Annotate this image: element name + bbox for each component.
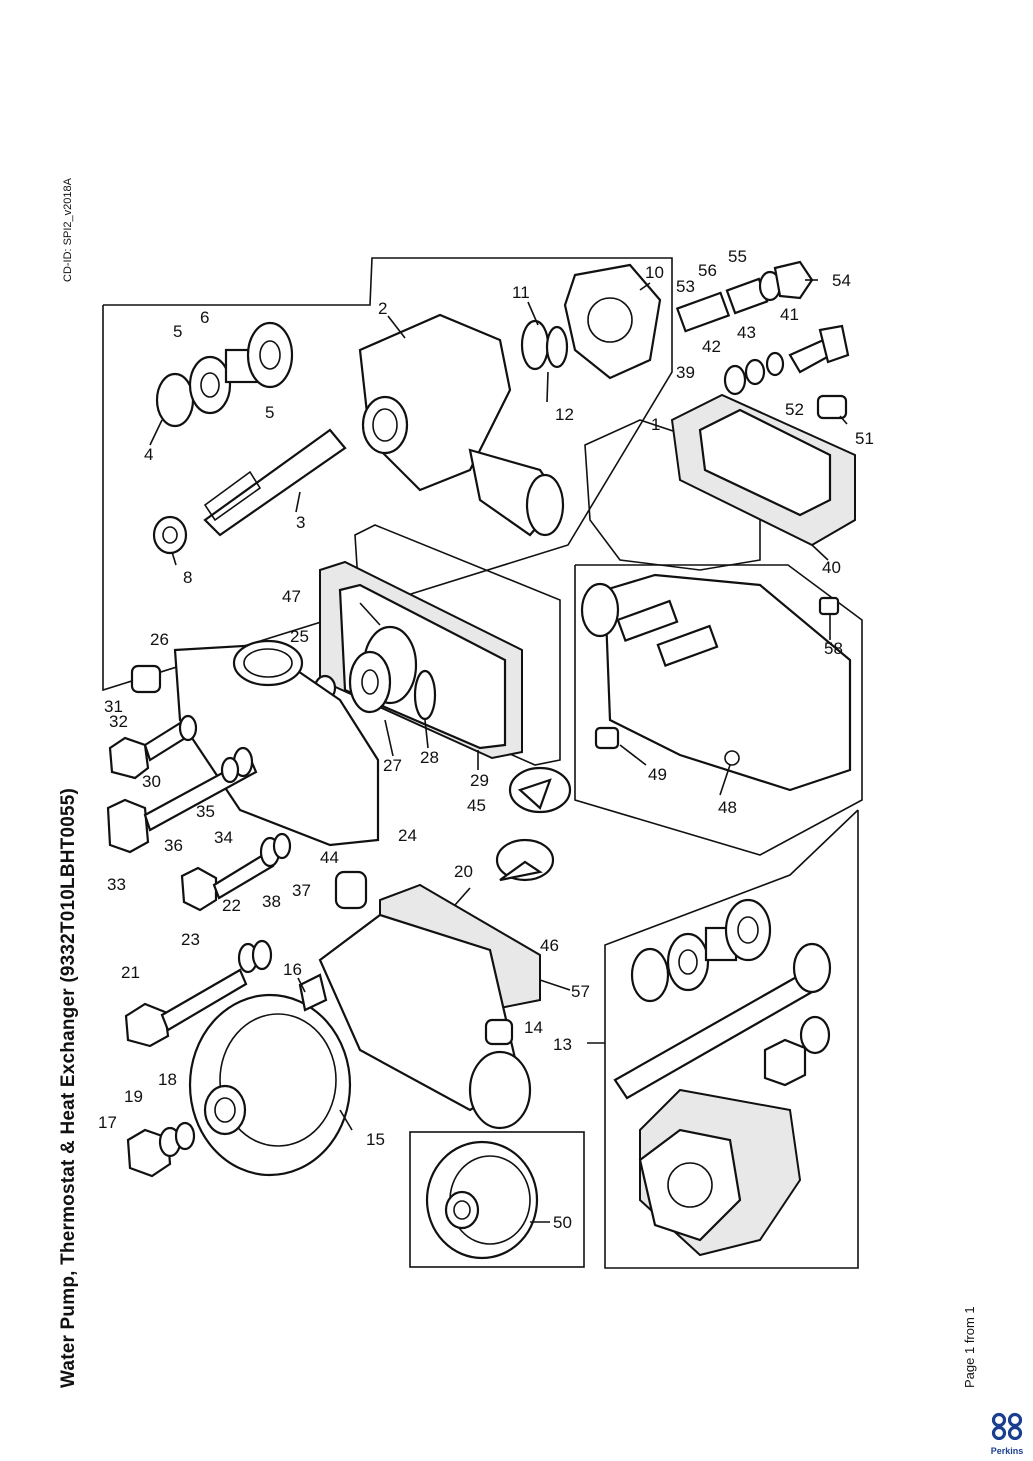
part-label: 35 bbox=[196, 802, 215, 821]
part-label: 2 bbox=[378, 299, 387, 318]
part-label: 26 bbox=[150, 630, 169, 649]
part-label: 47 bbox=[282, 587, 301, 606]
pump-housing-and-bolts bbox=[106, 639, 380, 912]
part-label: 23 bbox=[181, 930, 200, 949]
part-label: 56 bbox=[698, 261, 717, 280]
part-label: 5 bbox=[265, 403, 274, 422]
part-label: 20 bbox=[454, 862, 473, 881]
part-label: 18 bbox=[158, 1070, 177, 1089]
part-label: 10 bbox=[645, 263, 664, 282]
part-label: 58 bbox=[824, 639, 843, 658]
heat-exchanger bbox=[580, 573, 852, 792]
part-label: 33 bbox=[107, 875, 126, 894]
part-label: 41 bbox=[780, 305, 799, 324]
part-label: 31 bbox=[104, 697, 123, 716]
lower-pump-and-pulley bbox=[124, 883, 541, 1178]
part-label: 39 bbox=[676, 363, 695, 382]
part-label: 38 bbox=[262, 892, 281, 911]
part-label: 36 bbox=[164, 836, 183, 855]
part-label: 4 bbox=[144, 445, 153, 464]
fittings-and-unions bbox=[675, 260, 850, 420]
perkins-logo-text: Perkins bbox=[990, 1446, 1024, 1456]
cylinder-block-and-thermostat-housing bbox=[313, 524, 561, 766]
part-label: 40 bbox=[822, 558, 841, 577]
part-label: 14 bbox=[524, 1018, 543, 1037]
part-label: 50 bbox=[553, 1213, 572, 1232]
thermostats bbox=[495, 766, 572, 882]
part-label: 57 bbox=[571, 982, 590, 1001]
perkins-logo-icon bbox=[991, 1412, 1023, 1441]
part-label: 8 bbox=[183, 568, 192, 587]
part-label: 54 bbox=[832, 271, 851, 290]
part-label: 21 bbox=[121, 963, 140, 982]
part-label: 37 bbox=[292, 881, 311, 900]
part-label: 22 bbox=[222, 896, 241, 915]
leader-lines bbox=[149, 279, 848, 1223]
water-pump-assembly bbox=[152, 263, 662, 555]
part-label: 46 bbox=[540, 936, 559, 955]
part-label: 15 bbox=[366, 1130, 385, 1149]
part-label: 19 bbox=[124, 1087, 143, 1106]
part-label: 1 bbox=[651, 415, 660, 434]
part-label: 28 bbox=[420, 748, 439, 767]
part-label: 52 bbox=[785, 400, 804, 419]
part-label: 48 bbox=[718, 798, 737, 817]
part-label: 11 bbox=[512, 283, 530, 302]
part-label: 27 bbox=[383, 756, 402, 775]
part-label: 17 bbox=[98, 1113, 117, 1132]
part-label: 55 bbox=[728, 247, 747, 266]
part-label: 43 bbox=[737, 323, 756, 342]
part-label: 42 bbox=[702, 337, 721, 356]
part-label: 6 bbox=[200, 308, 209, 327]
cylinder-head-and-gasket bbox=[584, 393, 856, 571]
part-label: 51 bbox=[855, 429, 874, 448]
part-label: 34 bbox=[214, 828, 233, 847]
part-label: 24 bbox=[398, 826, 417, 845]
part-label: 45 bbox=[467, 796, 486, 815]
part-label: 25 bbox=[290, 627, 309, 646]
part-label: 29 bbox=[470, 771, 489, 790]
part-label: 44 bbox=[320, 848, 339, 867]
repair-kit-inset bbox=[613, 898, 832, 1257]
part-label: 30 bbox=[142, 772, 161, 791]
part-label: 5 bbox=[173, 322, 182, 341]
part-label: 53 bbox=[676, 277, 695, 296]
part-label: 12 bbox=[555, 405, 574, 424]
perkins-logo: Perkins bbox=[985, 1412, 1029, 1456]
part-label: 49 bbox=[648, 765, 667, 784]
part-label: 3 bbox=[296, 513, 305, 532]
part-label: 32 bbox=[109, 712, 128, 731]
part-label: 16 bbox=[283, 960, 302, 979]
part-number-labels: 1 2 3 4 5 5 6 8 10 11 12 13 14 15 16 17 … bbox=[98, 247, 874, 1232]
part-label: 13 bbox=[553, 1035, 572, 1054]
pulley-inset bbox=[425, 1140, 539, 1260]
